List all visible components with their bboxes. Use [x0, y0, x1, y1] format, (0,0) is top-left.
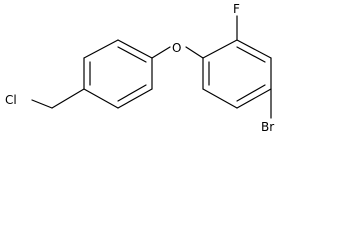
bond-layer	[31, 15, 272, 119]
bromine-label: Br	[261, 120, 274, 134]
ch2-cl-bond	[31, 99, 53, 109]
ring-a-bond	[117, 39, 153, 59]
ring-b-bond	[202, 39, 238, 59]
ring-a-double-bond	[117, 46, 147, 63]
ring-b-bond	[202, 88, 238, 109]
structure-diagram: Cl O F Br	[5, 2, 274, 134]
chlorine-label: Cl	[5, 93, 17, 107]
ether-bond-left	[151, 46, 171, 59]
ring-a-bond	[117, 88, 153, 109]
ch2-bond	[51, 88, 85, 109]
ring-a-bond	[83, 39, 119, 59]
ether-bond-right	[185, 46, 204, 59]
ring-b-double-bond	[236, 84, 266, 102]
oxygen-label: O	[172, 41, 181, 55]
ring-a-bond	[83, 88, 119, 109]
fluorine-label: F	[233, 2, 240, 16]
ring-b-double-bond	[236, 46, 266, 63]
ring-a-double-bond	[117, 84, 147, 102]
ring-b-bond	[236, 39, 272, 59]
ring-b-bond	[236, 88, 272, 109]
label-layer: Cl O F Br	[5, 2, 274, 134]
